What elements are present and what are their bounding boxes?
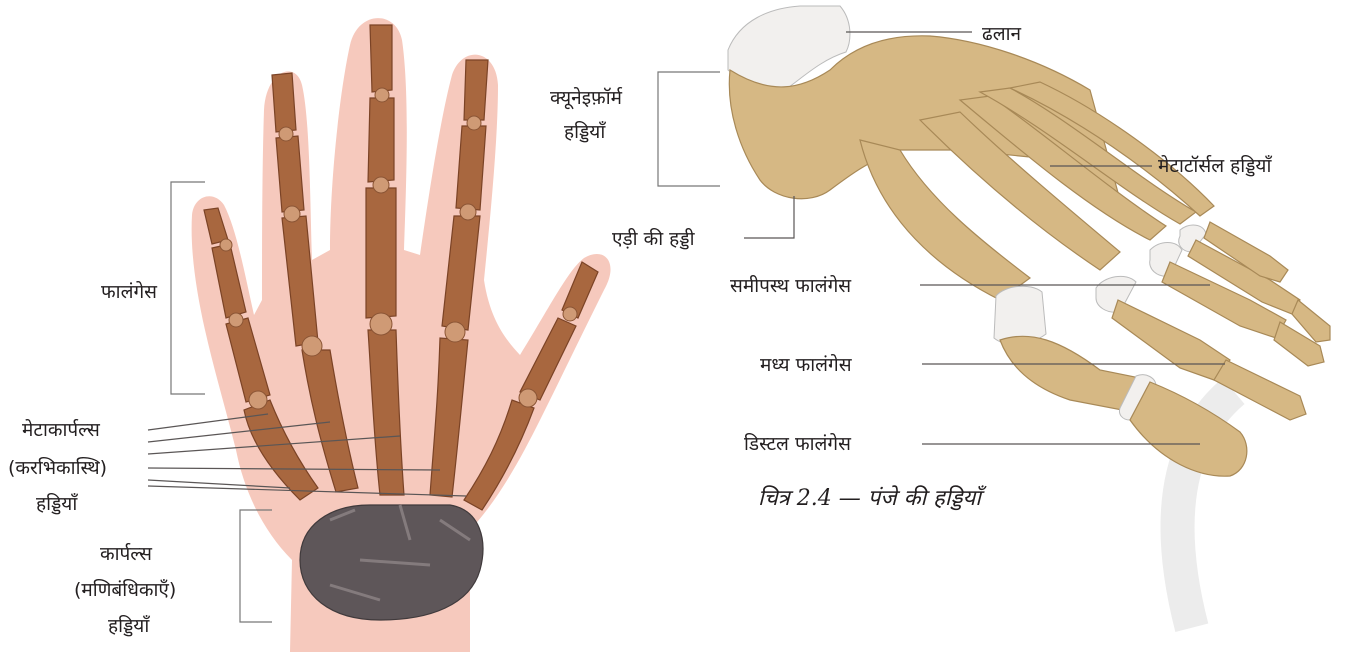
figure-caption: चित्र 2.4 — पंजे की हड्डियाँ [758, 485, 987, 511]
metacarpals-label-line1: मेटाकार्पल्स [22, 418, 101, 441]
hand-illustration [192, 18, 611, 652]
middle-label: मध्य फालंगेस [760, 353, 853, 376]
heel-leader [744, 196, 794, 238]
metacarpals-label-line2: (करभिकास्थि) [8, 456, 107, 479]
cuneiform-bracket [658, 72, 720, 186]
metacarpals-label-line3: हड्डियाँ [36, 492, 78, 515]
cuneiform-label-line1: क्यूनेइफ़ॉर्म [550, 86, 623, 110]
heel-label: एड़ी की हड्डी [612, 227, 696, 250]
carpals-label-line2: (मणिबंधिकाएँ) [74, 578, 176, 601]
distal-label: डिस्टल फालंगेस [744, 432, 852, 455]
carpals-label-line1: कार्पल्स [100, 542, 153, 565]
phalanges-label: फालंगेस [101, 280, 158, 303]
cuneiform-label-line2: हड्डियाँ [564, 120, 606, 143]
proximal-label: समीपस्थ फालंगेस [730, 274, 852, 297]
talus-label: ढलान [982, 23, 1022, 45]
metatarsals-label: मेटाटॉर्सल हड्डियाँ [1158, 154, 1272, 177]
carpals-label-line3: हड्डियाँ [108, 614, 150, 637]
